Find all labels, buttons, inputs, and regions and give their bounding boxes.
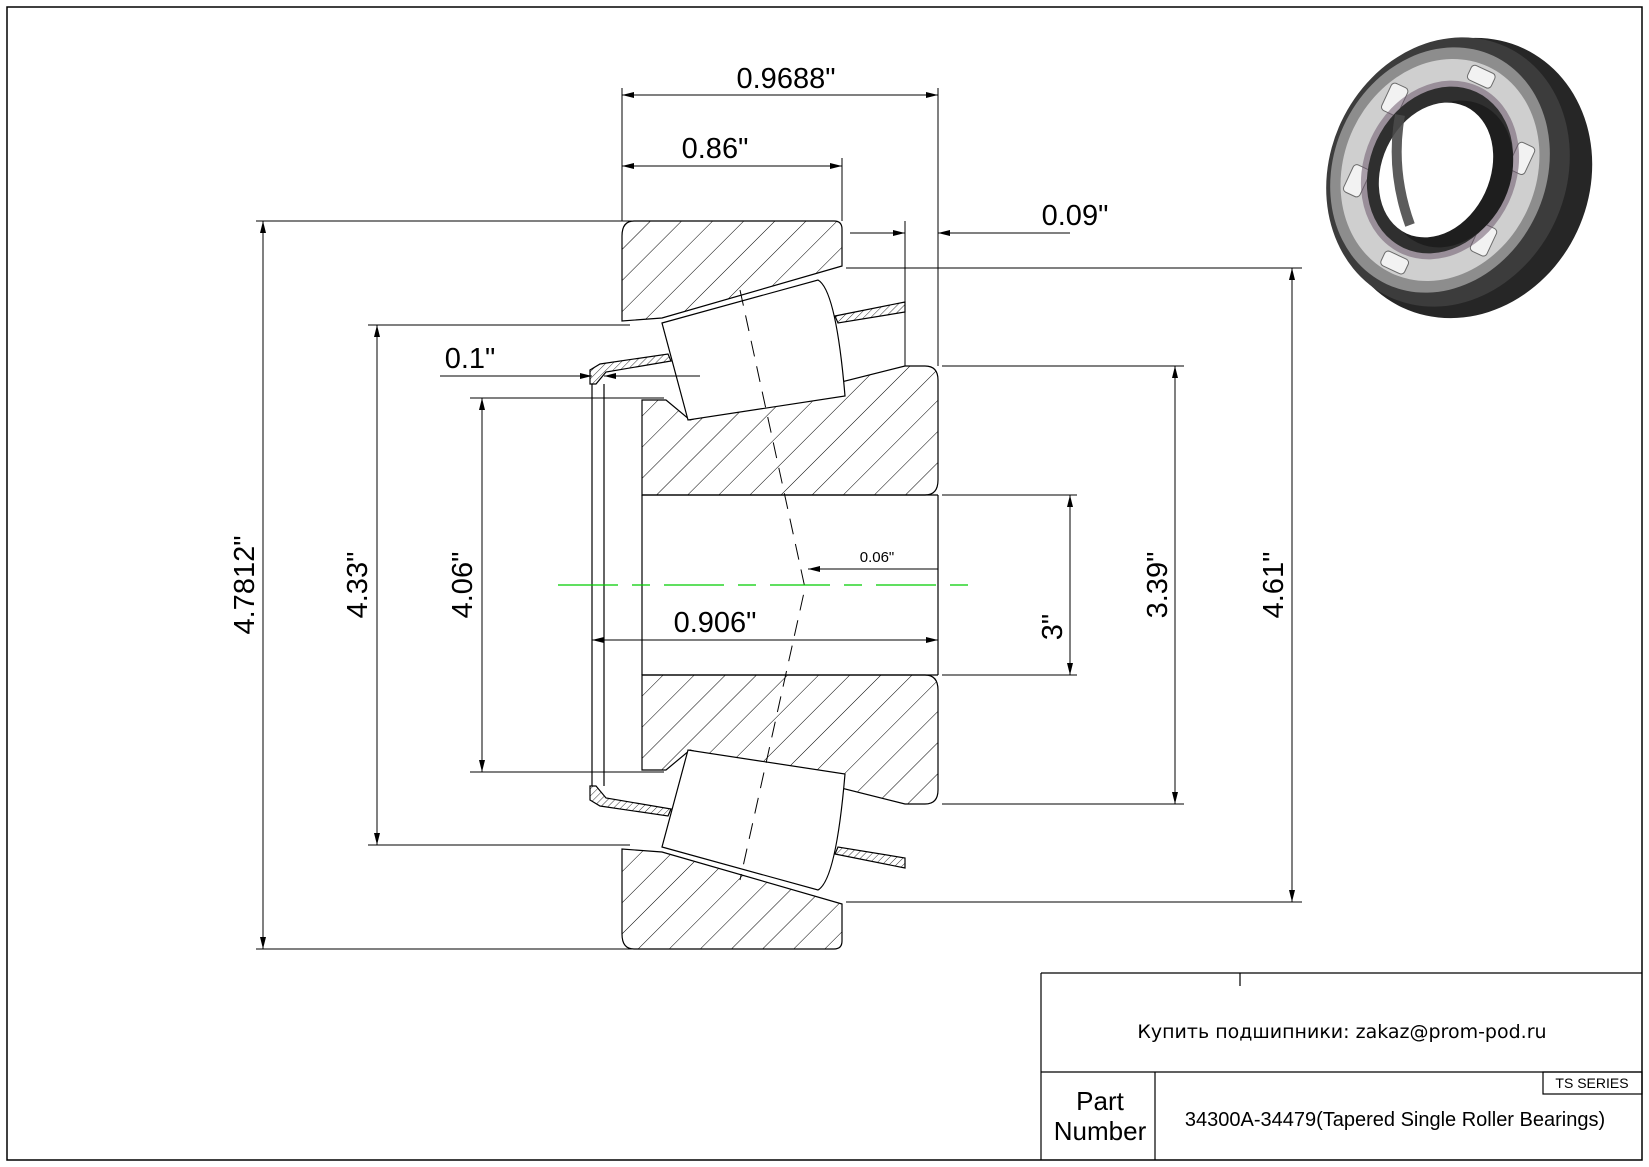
dim-4-06: 4.06" (447, 552, 479, 619)
dim-bore: 3" (1037, 614, 1069, 640)
dim-offset-0-1: 0.1" (445, 343, 496, 375)
bearing-3d-image (1326, 37, 1593, 319)
roller-bottom (661, 749, 846, 891)
dim-width-cup: 0.906" (674, 607, 757, 639)
part-number: 34300A-34479(Tapered Single Roller Beari… (1185, 1109, 1605, 1131)
cage-bottom-lower (589, 785, 672, 817)
cup-section-bottom (621, 848, 843, 950)
title-block (1040, 972, 1643, 1160)
bearing-cross-section (589, 220, 939, 950)
contact-text: Купить подшипники: zakaz@prom-pod.ru (1137, 1021, 1546, 1043)
dim-4-61: 4.61" (1258, 552, 1290, 619)
dim-offset-0-09: 0.09" (1042, 200, 1109, 232)
part-label-line1: Part (1076, 1086, 1124, 1116)
cage-top-lower (589, 353, 672, 385)
dim-width-overall: 0.9688" (737, 63, 836, 95)
part-label-line2: Number (1054, 1116, 1147, 1146)
dim-4-33: 4.33" (342, 552, 374, 619)
dim-width-cone: 0.86" (682, 133, 749, 165)
dim-offset-0-06: 0.06" (860, 549, 895, 566)
cage-bottom-upper (834, 846, 906, 869)
dim-outer-diameter: 4.7812" (229, 536, 261, 635)
dim-3-39: 3.39" (1142, 552, 1174, 619)
cup-section-top (621, 220, 843, 322)
cage-top-upper (834, 301, 906, 324)
series-badge: TS SERIES (1555, 1075, 1628, 1091)
drawing-border (6, 6, 1643, 1161)
contact-angle-line (739, 289, 806, 881)
